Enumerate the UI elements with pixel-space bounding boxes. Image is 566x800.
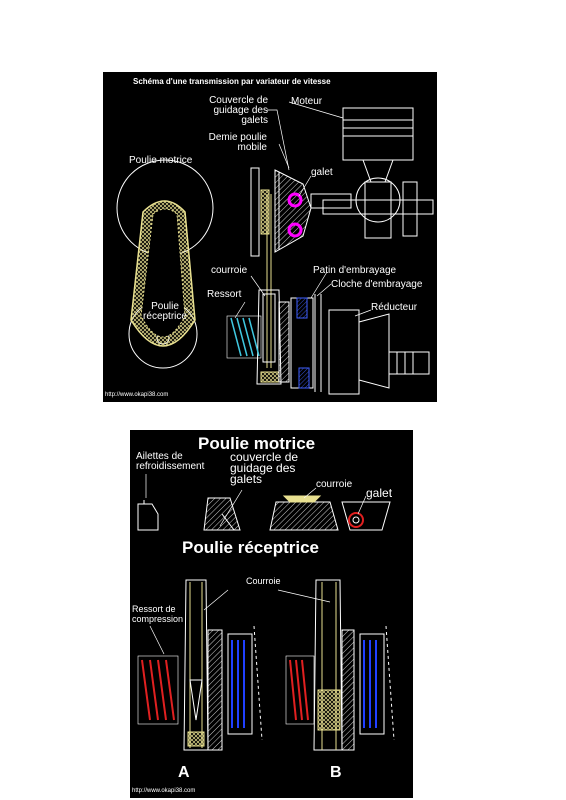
label-courroie: courroie — [211, 265, 248, 276]
label-galet-bottom: galet — [366, 486, 393, 500]
label-moteur: Moteur — [291, 96, 323, 107]
belt-side-view — [116, 159, 214, 369]
label-reducteur: Réducteur — [371, 302, 418, 313]
label-ressort-compression: Ressort de compression — [132, 604, 184, 624]
label-b: B — [330, 764, 342, 781]
label-a: A — [178, 764, 190, 781]
label-cloche: Cloche d'embrayage — [331, 279, 423, 290]
label-demie-poulie: Demie poulie mobile — [208, 132, 267, 153]
label-patin: Patin d'embrayage — [313, 265, 397, 276]
title-poulie-motrice: Poulie motrice — [198, 434, 316, 453]
label-courroie2: Courroie — [246, 576, 281, 586]
label-poulie-motrice: Poulie motrice — [129, 155, 193, 166]
leader-lines — [234, 101, 372, 319]
label-ressort: Ressort — [207, 289, 242, 300]
label-galet: galet — [311, 167, 333, 178]
label-courroie-bottom: courroie — [316, 479, 353, 490]
label-couvercle: Couvercle de guidage des galets — [209, 95, 268, 126]
label-ailettes: Ailettes de refroidissement — [136, 451, 205, 472]
label-poulie-receptrice: Poulie réceptrice — [143, 301, 187, 322]
poulie-detail-panel: Poulie motrice Ailettes de refroidisseme… — [130, 430, 413, 798]
driven-pulley — [256, 194, 322, 392]
reducteur — [328, 309, 430, 395]
bottom-url: http://www.okapi38.com — [132, 788, 196, 794]
spring-ressort — [226, 315, 262, 359]
receptrice-b — [285, 579, 395, 751]
motrice-sections — [137, 495, 391, 531]
poulie-detail-drawing — [137, 474, 395, 751]
top-url: http://www.okapi38.com — [105, 392, 169, 398]
galet-upper — [287, 192, 303, 208]
title-poulie-receptrice: Poulie réceptrice — [182, 538, 320, 557]
transmission-drawing — [116, 101, 434, 395]
receptrice-a — [137, 579, 263, 751]
label-couvercle-bottom: couvercle de guidage des galets — [230, 450, 299, 486]
galet-lower — [287, 222, 303, 238]
bottom-leader-lines — [145, 474, 367, 655]
transmission-diagram-panel: Schéma d'une transmission par variateur … — [103, 72, 437, 402]
top-title: Schéma d'une transmission par variateur … — [133, 77, 331, 86]
drive-pulley — [250, 167, 352, 257]
motor — [322, 107, 434, 239]
